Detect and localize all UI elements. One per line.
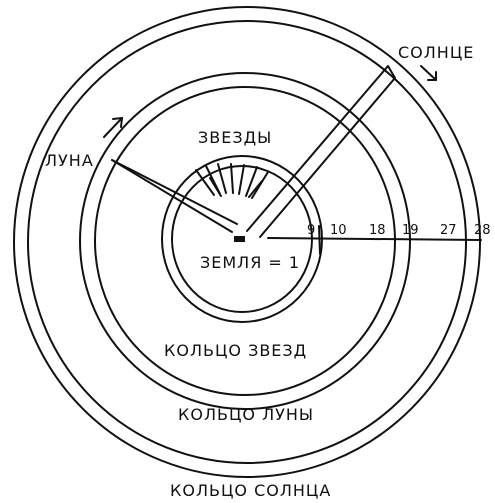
- stars-label: ЗВЕЗДЫ: [198, 128, 272, 147]
- moon-label: ЛУНА: [45, 151, 94, 170]
- arrow-up-right-icon: [104, 118, 122, 137]
- distance-label: 28: [474, 223, 491, 238]
- ring-sun-label: КОЛЬЦО СОЛНЦА: [170, 481, 331, 500]
- distance-label: 19: [402, 223, 419, 238]
- arrow-up-right-icon: [421, 66, 436, 80]
- ring-stars-label: КОЛЬЦО ЗВЕЗД: [164, 341, 307, 360]
- distance-label: 18: [369, 223, 386, 238]
- star-lines: [196, 164, 268, 198]
- distance-label: 27: [440, 223, 457, 238]
- ring-moon-label: КОЛЬЦО ЛУНЫ: [178, 405, 314, 424]
- distance-label: 10: [330, 223, 347, 238]
- sun-label: СОЛНЦЕ: [398, 43, 474, 62]
- earth-label: ЗЕМЛЯ = 1: [200, 253, 300, 272]
- earth-icon: [234, 236, 245, 242]
- distance-label: 9: [307, 223, 315, 238]
